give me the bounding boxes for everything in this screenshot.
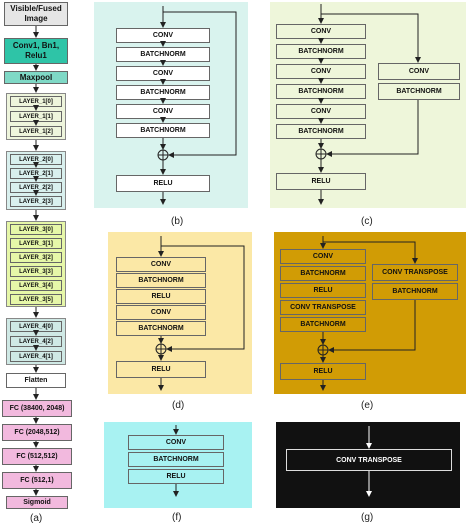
flatten-node: Flatten (6, 373, 66, 388)
layer2-block-1: LAYER_2[1] (10, 168, 62, 179)
layer3-block-5: LAYER_3[5] (10, 294, 62, 305)
stem-conv-bn-relu-node: Conv1, Bn1, Relu1 (4, 38, 68, 64)
layer1-block-1: LAYER_1[1] (10, 111, 62, 122)
fc-node-1: FC (2048,512) (2, 424, 72, 441)
layer3-block-2: LAYER_3[2] (10, 252, 62, 263)
e-conv-transpose: CONV TRANSPOSE (280, 300, 366, 315)
d-relu-inner: RELU (116, 289, 206, 304)
d-conv-1: CONV (116, 257, 206, 272)
fc-node-0: FC (38400, 2048) (2, 400, 72, 417)
b-conv-2: CONV (116, 66, 210, 81)
caption-e: (e) (361, 400, 374, 411)
layer4-block-0: LAYER_4[0] (10, 321, 62, 332)
c-skip-conv: CONV (378, 63, 460, 80)
g-conv-transpose: CONV TRANSPOSE (286, 449, 452, 471)
b-batchnorm-3: BATCHNORM (116, 123, 210, 138)
layer2-block-0: LAYER_2[0] (10, 154, 62, 165)
caption-f: (f) (172, 512, 182, 523)
sigmoid-node: Sigmoid (6, 496, 68, 509)
f-batchnorm: BATCHNORM (128, 452, 224, 467)
e-batchnorm-2: BATCHNORM (280, 317, 366, 332)
c-conv-2: CONV (276, 64, 366, 79)
layer2-block-2: LAYER_2[2] (10, 182, 62, 193)
layer3-block-1: LAYER_3[1] (10, 238, 62, 249)
d-batchnorm-2: BATCHNORM (116, 321, 206, 336)
caption-b: (b) (171, 216, 184, 227)
d-relu: RELU (116, 361, 206, 378)
f-conv: CONV (128, 435, 224, 450)
caption-g: (g) (361, 512, 374, 523)
d-batchnorm-1: BATCHNORM (116, 273, 206, 288)
e-relu: RELU (280, 363, 366, 380)
caption-c: (c) (361, 216, 373, 227)
b-conv-1: CONV (116, 28, 210, 43)
c-skip-batchnorm: BATCHNORM (378, 83, 460, 100)
e-skip-batchnorm: BATCHNORM (372, 283, 458, 300)
fc-node-2: FC (512,512) (2, 448, 72, 465)
c-batchnorm-2: BATCHNORM (276, 84, 366, 99)
e-relu-inner: RELU (280, 283, 366, 298)
c-conv-1: CONV (276, 24, 366, 39)
e-skip-conv-transpose: CONV TRANSPOSE (372, 264, 458, 281)
maxpool-node: Maxpool (4, 71, 68, 84)
b-batchnorm-1: BATCHNORM (116, 47, 210, 62)
e-batchnorm-1: BATCHNORM (280, 266, 366, 281)
c-relu: RELU (276, 173, 366, 190)
layer2-block-3: LAYER_2[3] (10, 196, 62, 207)
b-batchnorm-2: BATCHNORM (116, 85, 210, 100)
fc-node-3: FC (512,1) (2, 472, 72, 489)
layer3-block-4: LAYER_3[4] (10, 280, 62, 291)
layer1-block-2: LAYER_1[2] (10, 126, 62, 137)
layer4-block-1: LAYER_4[2] (10, 336, 62, 347)
c-conv-3: CONV (276, 104, 366, 119)
caption-a: (a) (30, 513, 43, 524)
layer4-block-2: LAYER_4[1] (10, 351, 62, 362)
layer3-group (6, 221, 66, 307)
f-relu: RELU (128, 469, 224, 484)
d-conv-2: CONV (116, 305, 206, 320)
e-conv-1: CONV (280, 249, 366, 264)
b-conv-3: CONV (116, 104, 210, 119)
c-batchnorm-3: BATCHNORM (276, 124, 366, 139)
b-relu: RELU (116, 175, 210, 192)
caption-d: (d) (172, 400, 185, 411)
c-batchnorm-1: BATCHNORM (276, 44, 366, 59)
layer1-block-0: LAYER_1[0] (10, 96, 62, 107)
layer3-block-0: LAYER_3[0] (10, 224, 62, 235)
layer3-block-3: LAYER_3[3] (10, 266, 62, 277)
input-image-node: Visible/Fused Image (4, 2, 68, 26)
